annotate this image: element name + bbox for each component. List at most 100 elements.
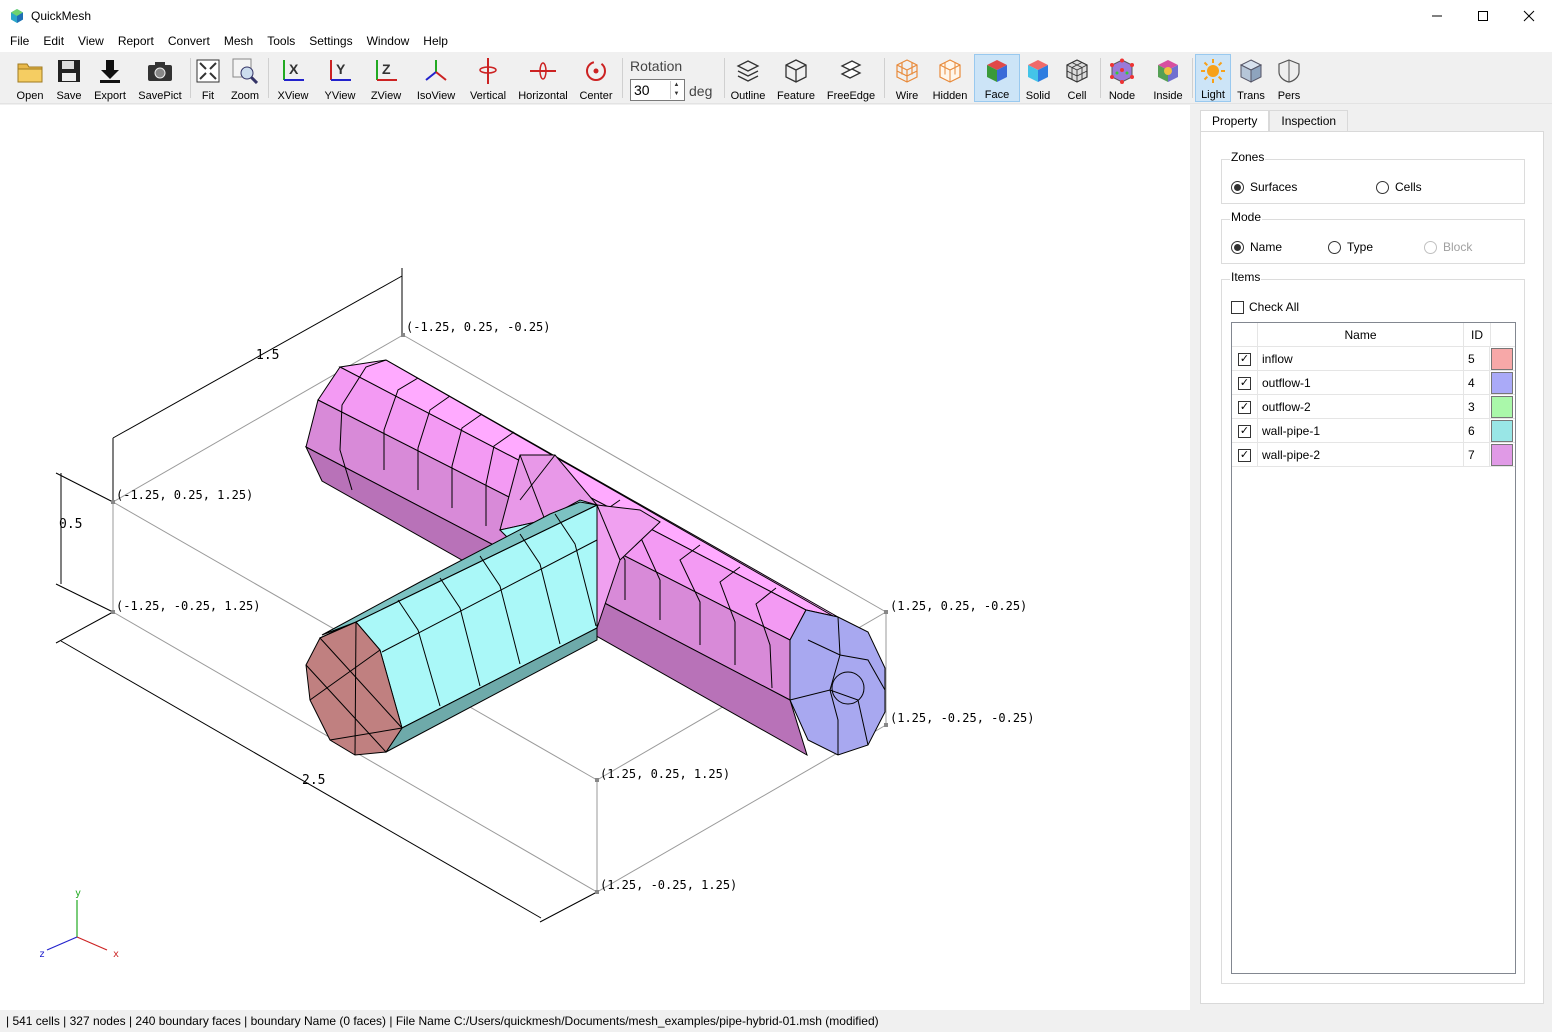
row-color-swatch[interactable] — [1491, 372, 1513, 394]
radio-surfaces[interactable]: Surfaces — [1231, 180, 1297, 194]
table-row[interactable]: ✓ outflow-1 4 — [1232, 371, 1515, 395]
freeedge-button[interactable]: FreeEdge — [824, 54, 878, 102]
tab-property[interactable]: Property — [1200, 110, 1270, 132]
solid-cube-icon — [1028, 60, 1048, 82]
coord-label: (-1.25, 0.25, -0.25) — [406, 320, 551, 334]
row-color-swatch[interactable] — [1491, 396, 1513, 418]
row-color-swatch[interactable] — [1491, 420, 1513, 442]
horizontal-rotate-button[interactable]: Horizontal — [516, 54, 570, 102]
wire-button[interactable]: Wire — [890, 54, 924, 102]
menu-file[interactable]: File — [10, 34, 30, 48]
rotation-spinbox[interactable]: 30 ▲▼ — [630, 79, 685, 101]
download-arrow-icon — [100, 60, 120, 83]
rotation-stepper[interactable]: ▲▼ — [670, 81, 682, 99]
menu-tools[interactable]: Tools — [267, 34, 296, 48]
row-name: wall-pipe-1 — [1258, 419, 1464, 443]
light-button[interactable]: Light — [1195, 54, 1231, 102]
outline-button[interactable]: Outline — [728, 54, 768, 102]
row-color-swatch[interactable] — [1491, 444, 1513, 466]
cell-button[interactable]: Cell — [1060, 54, 1094, 102]
maximize-button[interactable] — [1460, 0, 1506, 31]
row-checkbox[interactable]: ✓ — [1238, 424, 1251, 438]
yview-button[interactable]: Y YView — [320, 54, 360, 102]
z-axis-view-icon: Z — [376, 60, 397, 81]
row-checkbox[interactable]: ✓ — [1238, 400, 1251, 414]
folder-icon — [17, 63, 43, 83]
open-button[interactable]: Open — [12, 54, 48, 102]
coord-label: (1.25, 0.25, -0.25) — [890, 599, 1027, 613]
pers-button[interactable]: Pers — [1274, 54, 1304, 102]
camera-icon — [148, 62, 172, 81]
x-axis-view-icon: X — [283, 60, 304, 81]
mesh-canvas[interactable]: (-1.25, 0.25, -0.25) (-1.25, 0.25, 1.25)… — [0, 105, 1190, 1010]
header-name[interactable]: Name — [1258, 323, 1464, 347]
minimize-button[interactable] — [1414, 0, 1460, 31]
3d-viewport[interactable]: (-1.25, 0.25, -0.25) (-1.25, 0.25, 1.25)… — [0, 105, 1190, 1010]
mode-title: Mode — [1230, 210, 1263, 224]
row-id: 5 — [1464, 347, 1490, 371]
isoview-button[interactable]: IsoView — [414, 54, 458, 102]
solid-button[interactable]: Solid — [1022, 54, 1054, 102]
rotation-label: Rotation — [630, 58, 683, 74]
menu-settings[interactable]: Settings — [309, 34, 353, 48]
close-button[interactable] — [1506, 0, 1552, 31]
table-row[interactable]: ✓ wall-pipe-2 7 — [1232, 443, 1515, 467]
items-table[interactable]: Name ID ✓ inflow 5 ✓ outflow-1 4 — [1231, 322, 1516, 974]
check-all-checkbox[interactable]: Check All — [1231, 300, 1299, 314]
radio-cells[interactable]: Cells — [1376, 180, 1422, 194]
savepict-button[interactable]: SavePict — [136, 54, 184, 102]
axis-label-x: x — [113, 949, 119, 960]
window-title: QuickMesh — [31, 8, 92, 23]
header-id[interactable]: ID — [1464, 323, 1491, 347]
axis-triad: y x z — [39, 888, 119, 960]
row-checkbox[interactable]: ✓ — [1238, 376, 1251, 390]
row-checkbox[interactable]: ✓ — [1238, 352, 1251, 366]
menu-edit[interactable]: Edit — [43, 34, 65, 48]
wireframe-cube-icon — [896, 59, 918, 83]
menu-convert[interactable]: Convert — [167, 34, 210, 48]
menu-view[interactable]: View — [78, 34, 104, 48]
feature-button[interactable]: Feature — [774, 54, 818, 102]
rotation-unit: deg — [689, 83, 713, 99]
row-color-swatch[interactable] — [1491, 348, 1513, 370]
vertical-rotate-button[interactable]: Vertical — [466, 54, 510, 102]
app-logo-icon — [11, 8, 23, 23]
hidden-button[interactable]: Hidden — [930, 54, 970, 102]
fit-screen-icon — [196, 59, 220, 83]
menu-window[interactable]: Window — [366, 34, 410, 48]
menu-mesh[interactable]: Mesh — [223, 34, 254, 48]
face-button[interactable]: Face — [974, 54, 1020, 102]
center-button[interactable]: Center — [576, 54, 616, 102]
trans-button[interactable]: Trans — [1234, 54, 1268, 102]
dimension-lines — [55, 268, 598, 923]
table-row[interactable]: ✓ outflow-2 3 — [1232, 395, 1515, 419]
zones-title: Zones — [1230, 150, 1266, 164]
header-color-column — [1491, 323, 1515, 347]
close-icon — [1523, 10, 1535, 21]
fit-button[interactable]: Fit — [194, 54, 222, 102]
row-checkbox[interactable]: ✓ — [1238, 448, 1251, 462]
zoom-magnifier-icon — [232, 58, 258, 84]
zview-button[interactable]: Z ZView — [366, 54, 406, 102]
rotation-value[interactable]: 30 — [634, 82, 650, 98]
export-button[interactable]: Export — [90, 54, 130, 102]
radio-name[interactable]: Name — [1231, 240, 1282, 254]
save-button[interactable]: Save — [52, 54, 86, 102]
inside-button[interactable]: Inside — [1148, 54, 1188, 102]
svg-text:X: X — [289, 61, 299, 77]
spin-up-icon[interactable]: ▲ — [673, 82, 680, 88]
table-row[interactable]: ✓ inflow 5 — [1232, 347, 1515, 371]
xview-button[interactable]: X XView — [274, 54, 312, 102]
menu-help[interactable]: Help — [423, 34, 448, 48]
spin-down-icon[interactable]: ▼ — [673, 91, 680, 97]
menu-report[interactable]: Report — [117, 34, 154, 48]
tab-inspection[interactable]: Inspection — [1269, 110, 1349, 132]
radio-type[interactable]: Type — [1328, 240, 1373, 254]
table-row[interactable]: ✓ wall-pipe-1 6 — [1232, 419, 1515, 443]
target-center-icon — [586, 61, 606, 81]
items-title: Items — [1230, 270, 1262, 284]
zoom-button[interactable]: Zoom — [228, 54, 262, 102]
node-button[interactable]: Node — [1104, 54, 1140, 102]
menu-bar: File Edit View Report Convert Mesh Tools… — [0, 31, 1552, 52]
